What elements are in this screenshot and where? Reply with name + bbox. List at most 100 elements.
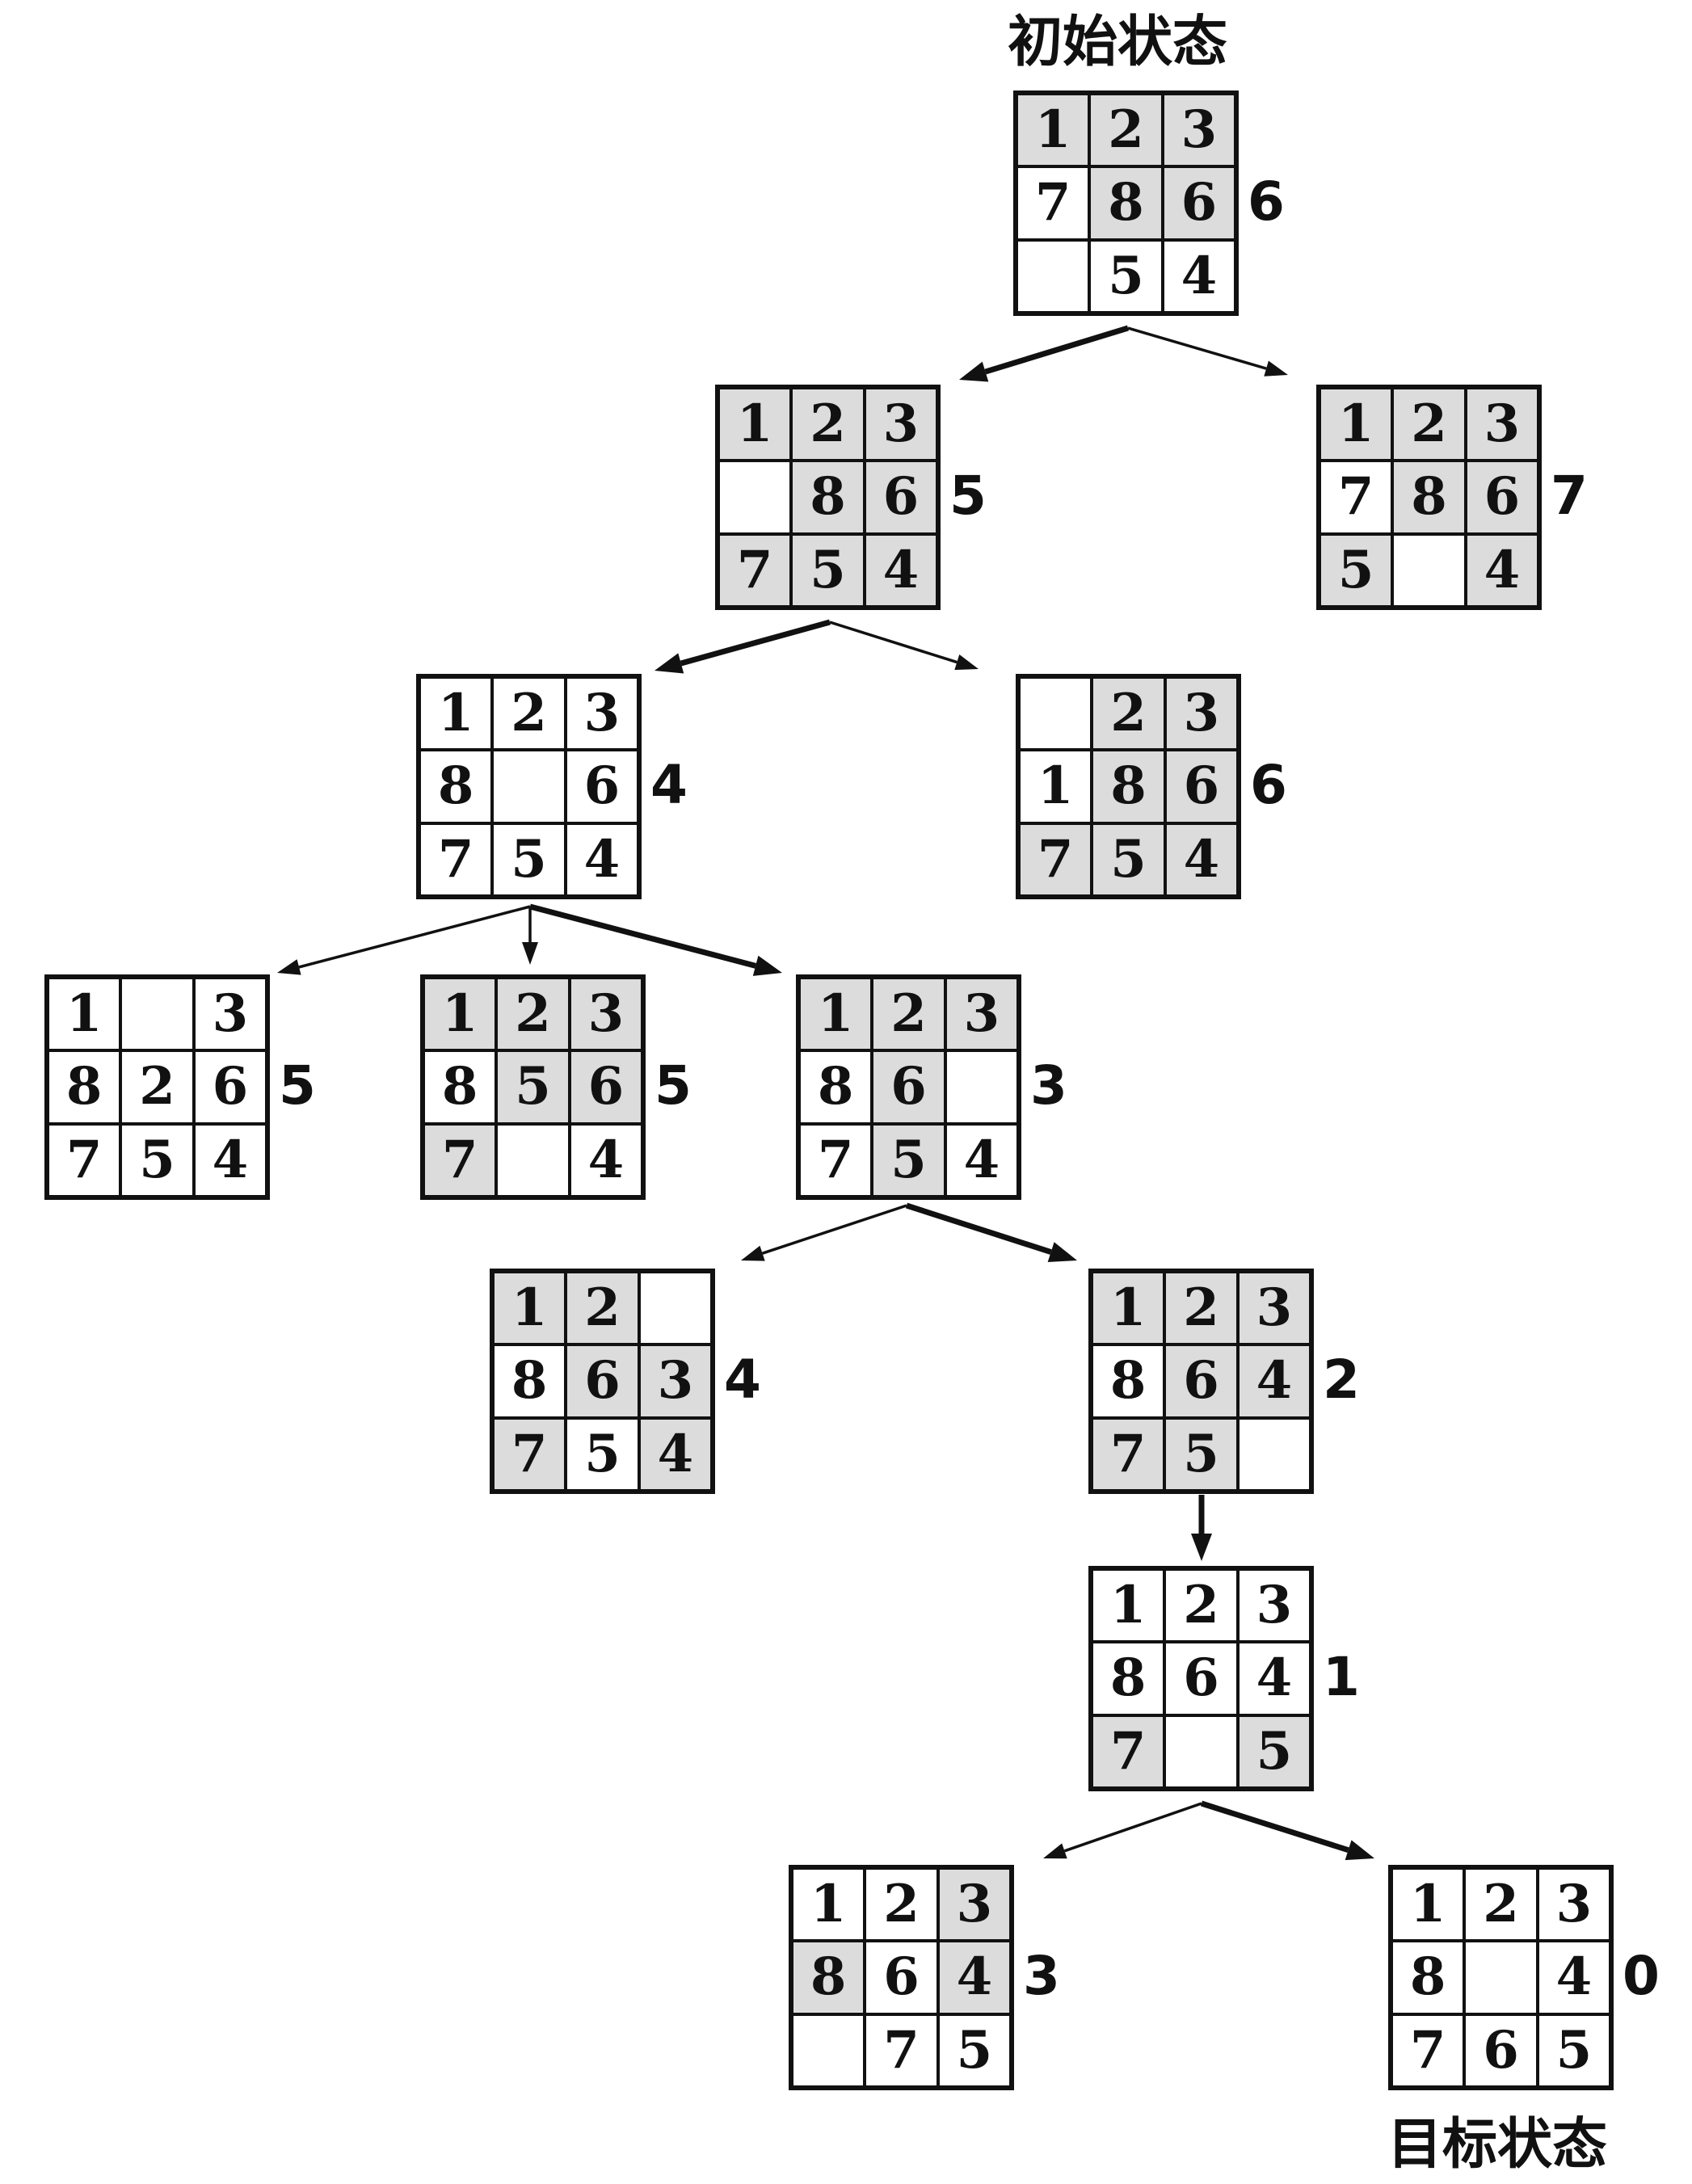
puzzle-tile: 6	[865, 1941, 938, 2014]
edge-arrowhead-3	[954, 654, 979, 671]
edge-arrowhead-6	[752, 955, 782, 976]
heuristic-value: 7	[1551, 465, 1588, 527]
puzzle-tile: 2	[566, 1272, 639, 1345]
puzzle-tile: 3	[945, 978, 1018, 1051]
edge-line-7	[762, 1204, 907, 1255]
heuristic-value: 3	[1023, 1945, 1060, 2007]
goal-state-label: 目标状态	[1387, 2112, 1608, 2177]
puzzle-tile: 8	[419, 750, 493, 823]
empty-tile	[945, 1050, 1018, 1124]
puzzle-tile: 7	[1019, 823, 1092, 896]
puzzle-tile: 1	[1092, 1272, 1165, 1345]
edge-arrowhead-11	[1345, 1840, 1374, 1861]
puzzle-tile: 7	[1391, 2014, 1465, 2087]
edge-line-0	[984, 325, 1130, 375]
puzzle-tile: 4	[1237, 1642, 1311, 1715]
puzzle-tile: 3	[193, 978, 267, 1051]
puzzle-tile: 6	[1164, 1344, 1238, 1418]
edge-line-1	[1127, 326, 1267, 370]
puzzle-tile: 5	[1537, 2014, 1610, 2087]
puzzle-tile: 2	[1089, 94, 1163, 167]
puzzle-tile: 5	[120, 1123, 194, 1197]
puzzle-tile: 2	[496, 978, 570, 1051]
empty-tile	[1019, 677, 1092, 751]
puzzle-tile: 2	[1164, 1569, 1238, 1643]
puzzle-tile: 2	[1464, 1868, 1538, 1942]
puzzle-tile: 4	[1162, 239, 1235, 313]
puzzle-tile: 4	[638, 1417, 712, 1491]
puzzle-tile: 2	[872, 978, 945, 1051]
puzzle-tile: 5	[872, 1123, 945, 1197]
empty-tile	[496, 1123, 570, 1197]
puzzle-tile: 8	[791, 461, 865, 534]
puzzle-tile: 2	[791, 388, 865, 461]
edge-line-3	[829, 621, 958, 664]
puzzle-tile: 7	[1092, 1715, 1165, 1788]
heuristic-value: 4	[650, 754, 688, 816]
heuristic-value: 5	[654, 1054, 692, 1117]
puzzle-tile: 1	[1092, 1569, 1165, 1643]
puzzle-tile: 6	[1164, 750, 1238, 823]
heuristic-value: 6	[1250, 754, 1287, 816]
puzzle-tile: 3	[1237, 1569, 1311, 1643]
edge-arrowhead-4	[277, 959, 301, 975]
puzzle-tile: 4	[945, 1123, 1018, 1197]
edge-arrowhead-9	[1191, 1534, 1212, 1561]
puzzle-tile: 8	[1089, 166, 1163, 240]
puzzle-tile: 7	[423, 1123, 497, 1197]
heuristic-value: 0	[1623, 1945, 1660, 2007]
puzzle-tile: 4	[1164, 823, 1238, 896]
empty-tile	[1164, 1715, 1238, 1788]
puzzle-tile: 7	[48, 1123, 121, 1197]
edge-line-10	[1063, 1802, 1202, 1853]
puzzle-tile: 7	[718, 533, 792, 607]
puzzle-tile: 1	[48, 978, 121, 1051]
puzzle-tile: 8	[799, 1050, 873, 1124]
puzzle-tile: 8	[1092, 1642, 1165, 1715]
puzzle-tile: 3	[565, 677, 638, 751]
heuristic-value: 3	[1030, 1054, 1067, 1117]
edge-arrowhead-8	[1047, 1242, 1077, 1262]
puzzle-tile: 5	[1320, 533, 1393, 607]
puzzle-tile: 6	[193, 1050, 267, 1124]
empty-tile	[718, 461, 792, 534]
empty-tile	[492, 750, 566, 823]
puzzle-tile: 4	[937, 1941, 1011, 2014]
puzzle-tile: 5	[1164, 1417, 1238, 1491]
puzzle-tile: 4	[1465, 533, 1538, 607]
empty-tile	[1237, 1417, 1311, 1491]
puzzle-tile: 5	[496, 1050, 570, 1124]
puzzle-tile: 1	[423, 978, 497, 1051]
puzzle-tile: 5	[566, 1417, 639, 1491]
puzzle-tile: 2	[120, 1050, 194, 1124]
puzzle-tile: 3	[937, 1868, 1011, 1942]
empty-tile	[1464, 1941, 1538, 2014]
puzzle-tile: 2	[492, 677, 566, 751]
heuristic-value: 2	[1323, 1349, 1360, 1411]
puzzle-tile: 1	[1320, 388, 1393, 461]
puzzle-tile: 3	[569, 978, 642, 1051]
edge-line-11	[1200, 1800, 1349, 1854]
empty-tile	[1392, 533, 1466, 607]
puzzle-tile: 3	[864, 388, 937, 461]
puzzle-tile: 1	[792, 1868, 865, 1942]
puzzle-tile: 6	[1162, 166, 1235, 240]
puzzle-tile: 1	[419, 677, 493, 751]
puzzle-tile: 5	[492, 823, 566, 896]
edge-line-6	[529, 903, 757, 969]
puzzle-tile: 7	[419, 823, 493, 896]
puzzle-tile: 5	[791, 533, 865, 607]
puzzle-tile: 8	[48, 1050, 121, 1124]
puzzle-tile: 8	[493, 1344, 566, 1418]
edge-arrowhead-10	[1043, 1843, 1067, 1859]
puzzle-tile: 5	[1089, 239, 1163, 313]
